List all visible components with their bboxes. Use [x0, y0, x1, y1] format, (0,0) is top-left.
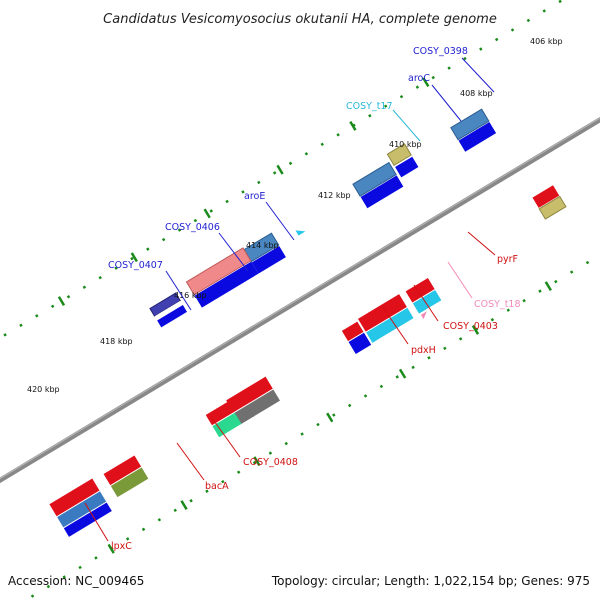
reverse-strand-features: [49, 185, 567, 537]
tick-label: 408 kbp: [460, 89, 493, 98]
major-tick: [422, 77, 430, 88]
inner-tick-ring: [0, 182, 600, 600]
cds-forward-block[interactable]: [63, 502, 112, 537]
gene-label[interactable]: COSY_0407: [108, 260, 163, 271]
tick-label: 420 kbp: [27, 385, 60, 394]
major-tick: [57, 296, 66, 306]
cds-reverse-block[interactable]: [532, 185, 560, 208]
cds-forward-block[interactable]: [360, 175, 404, 209]
forward-strand-features: [149, 108, 497, 328]
cds-forward-block[interactable]: [395, 156, 419, 178]
major-tick: [398, 368, 407, 379]
gene-cosy-0406[interactable]: [185, 247, 252, 296]
gene-pyrF[interactable]: [405, 277, 435, 303]
gene-cosy-0407[interactable]: [149, 292, 181, 317]
tick-label: 414 kbp: [246, 241, 279, 250]
gene-label[interactable]: pdxH: [411, 345, 436, 356]
callout-line: [392, 109, 421, 142]
cds-reverse-block[interactable]: [226, 376, 273, 413]
major-tick: [349, 120, 357, 131]
gene-label[interactable]: bacA: [205, 481, 229, 492]
major-tick: [130, 252, 138, 263]
tick-label: 406 kbp: [530, 37, 563, 46]
callout-line: [461, 57, 495, 93]
gene-block-blue[interactable]: [57, 491, 107, 528]
major-ticks: [57, 77, 552, 554]
gene-cosy-0398[interactable]: [450, 108, 490, 141]
gene-lpxC[interactable]: [103, 455, 142, 486]
trna-cosy-t17[interactable]: [295, 226, 306, 236]
map-title: Candidatus Vesicomyosocius okutanii HA, …: [103, 12, 497, 27]
major-tick: [544, 281, 552, 292]
major-tick: [326, 412, 334, 423]
gene-cosy-0403[interactable]: [357, 294, 407, 332]
callout-line: [176, 442, 205, 481]
tick-label: 416 kbp: [174, 291, 207, 300]
cds-forward-block[interactable]: [458, 122, 497, 152]
topology-text: Topology: circular; Length: 1,022,154 bp…: [271, 574, 590, 588]
callout-line: [211, 417, 241, 458]
callout-line: [165, 270, 192, 311]
gene-bacA[interactable]: [212, 412, 242, 438]
accession-text: Accession: NC_009465: [8, 574, 144, 588]
gene-block-olive[interactable]: [386, 143, 412, 167]
gene-label[interactable]: COSY_t17: [346, 101, 393, 112]
callout-line: [431, 84, 462, 122]
gene-block-cyan[interactable]: [366, 307, 414, 343]
cds-forward-block[interactable]: [157, 305, 187, 328]
major-tick: [276, 164, 284, 175]
major-tick: [471, 324, 480, 335]
gene-label[interactable]: COSY_0398: [413, 46, 468, 57]
callout-lines: [84, 57, 496, 542]
backbone-highlight: [0, 71, 600, 526]
genome-backbone: [0, 71, 600, 529]
gene-label[interactable]: COSY_t18: [474, 299, 521, 310]
callout-line: [467, 231, 496, 256]
gene-block-olive-green[interactable]: [110, 467, 149, 498]
cds-forward-block[interactable]: [194, 261, 259, 308]
tick-label: 418 kbp: [100, 337, 133, 346]
callout-line: [218, 232, 249, 272]
gene-label[interactable]: COSY_0403: [443, 321, 498, 332]
callout-line: [413, 284, 439, 322]
trna-cosy-t18[interactable]: [420, 311, 430, 320]
callout-line: [381, 305, 409, 345]
gene-pdxH[interactable]: [348, 332, 372, 354]
gene-label[interactable]: aroE: [244, 191, 265, 202]
gene-aroC[interactable]: [352, 161, 397, 197]
gene-label[interactable]: COSY_0406: [165, 222, 220, 233]
callout-line: [447, 261, 473, 299]
cds-forward-block[interactable]: [251, 245, 286, 274]
gene-label[interactable]: lpxC: [111, 541, 132, 552]
callout-line: [84, 502, 109, 542]
gene-block-olive[interactable]: [538, 195, 567, 220]
cds-reverse-block[interactable]: [49, 478, 100, 517]
cds-reverse-block[interactable]: [341, 321, 364, 342]
callout-line: [265, 201, 295, 241]
gene-cosy-0407-stripe: [154, 300, 184, 322]
outer-tick-ring: [0, 0, 598, 413]
major-tick: [107, 543, 115, 554]
gene-cosy-0408[interactable]: [233, 389, 280, 425]
gene-label[interactable]: pyrF: [497, 254, 518, 265]
major-tick: [253, 456, 261, 467]
gene-block-cyan[interactable]: [412, 289, 442, 314]
gene-label[interactable]: aroC: [408, 73, 430, 84]
tick-label: 410 kbp: [389, 140, 422, 149]
gene-labels: COSY_0398 aroC COSY_t17 aroE COSY_0406 C…: [108, 46, 521, 552]
tick-label: 412 kbp: [318, 191, 351, 200]
major-tick: [180, 500, 188, 510]
major-tick: [203, 208, 211, 219]
gene-label[interactable]: COSY_0408: [243, 457, 298, 468]
kbp-labels: 406 kbp 408 kbp 410 kbp 412 kbp 414 kbp …: [27, 37, 563, 394]
